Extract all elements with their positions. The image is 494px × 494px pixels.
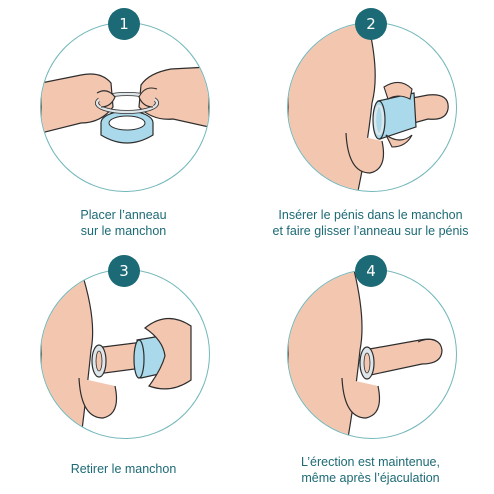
step-illustration-frame <box>287 22 457 192</box>
caption-line: L’érection est maintenue, <box>301 455 440 469</box>
step-2-panel: 2 Insérer le pénis dans le manchon et fa… <box>247 0 494 247</box>
insert-penis-in-sleeve-icon <box>288 23 449 191</box>
step-caption: Insérer le pénis dans le manchon et fair… <box>247 207 494 239</box>
step-caption: Retirer le manchon <box>0 461 247 477</box>
erection-maintained-icon <box>288 270 443 438</box>
step-1-panel: 1 Placer l’anneau sur le manchon <box>0 0 247 247</box>
caption-line: Placer l’anneau <box>80 208 167 222</box>
step-number-badge: 4 <box>355 255 387 287</box>
remove-sleeve-icon <box>41 270 192 438</box>
step-illustration-frame <box>40 22 210 192</box>
step-caption: L’érection est maintenue, même après l’é… <box>247 454 494 486</box>
step-4-panel: 4 L’érection est maintenue, même après l… <box>247 247 494 494</box>
step-illustration-frame <box>287 269 457 439</box>
step-number-badge: 2 <box>355 8 387 40</box>
step-illustration-frame <box>40 269 210 439</box>
step-3-panel: 3 Retirer le manchon <box>0 247 247 494</box>
step-number-badge: 3 <box>108 255 140 287</box>
hands-placing-ring-on-sleeve-icon <box>41 66 209 144</box>
caption-line: Retirer le manchon <box>70 462 177 476</box>
step-number-badge: 1 <box>108 8 140 40</box>
caption-line: Insérer le pénis dans le manchon <box>278 208 463 222</box>
caption-line: et faire glisser l’anneau sur le pénis <box>272 224 469 238</box>
caption-line: même après l’éjaculation <box>301 471 440 485</box>
step-caption: Placer l’anneau sur le manchon <box>0 207 247 239</box>
caption-line: sur le manchon <box>80 224 167 238</box>
